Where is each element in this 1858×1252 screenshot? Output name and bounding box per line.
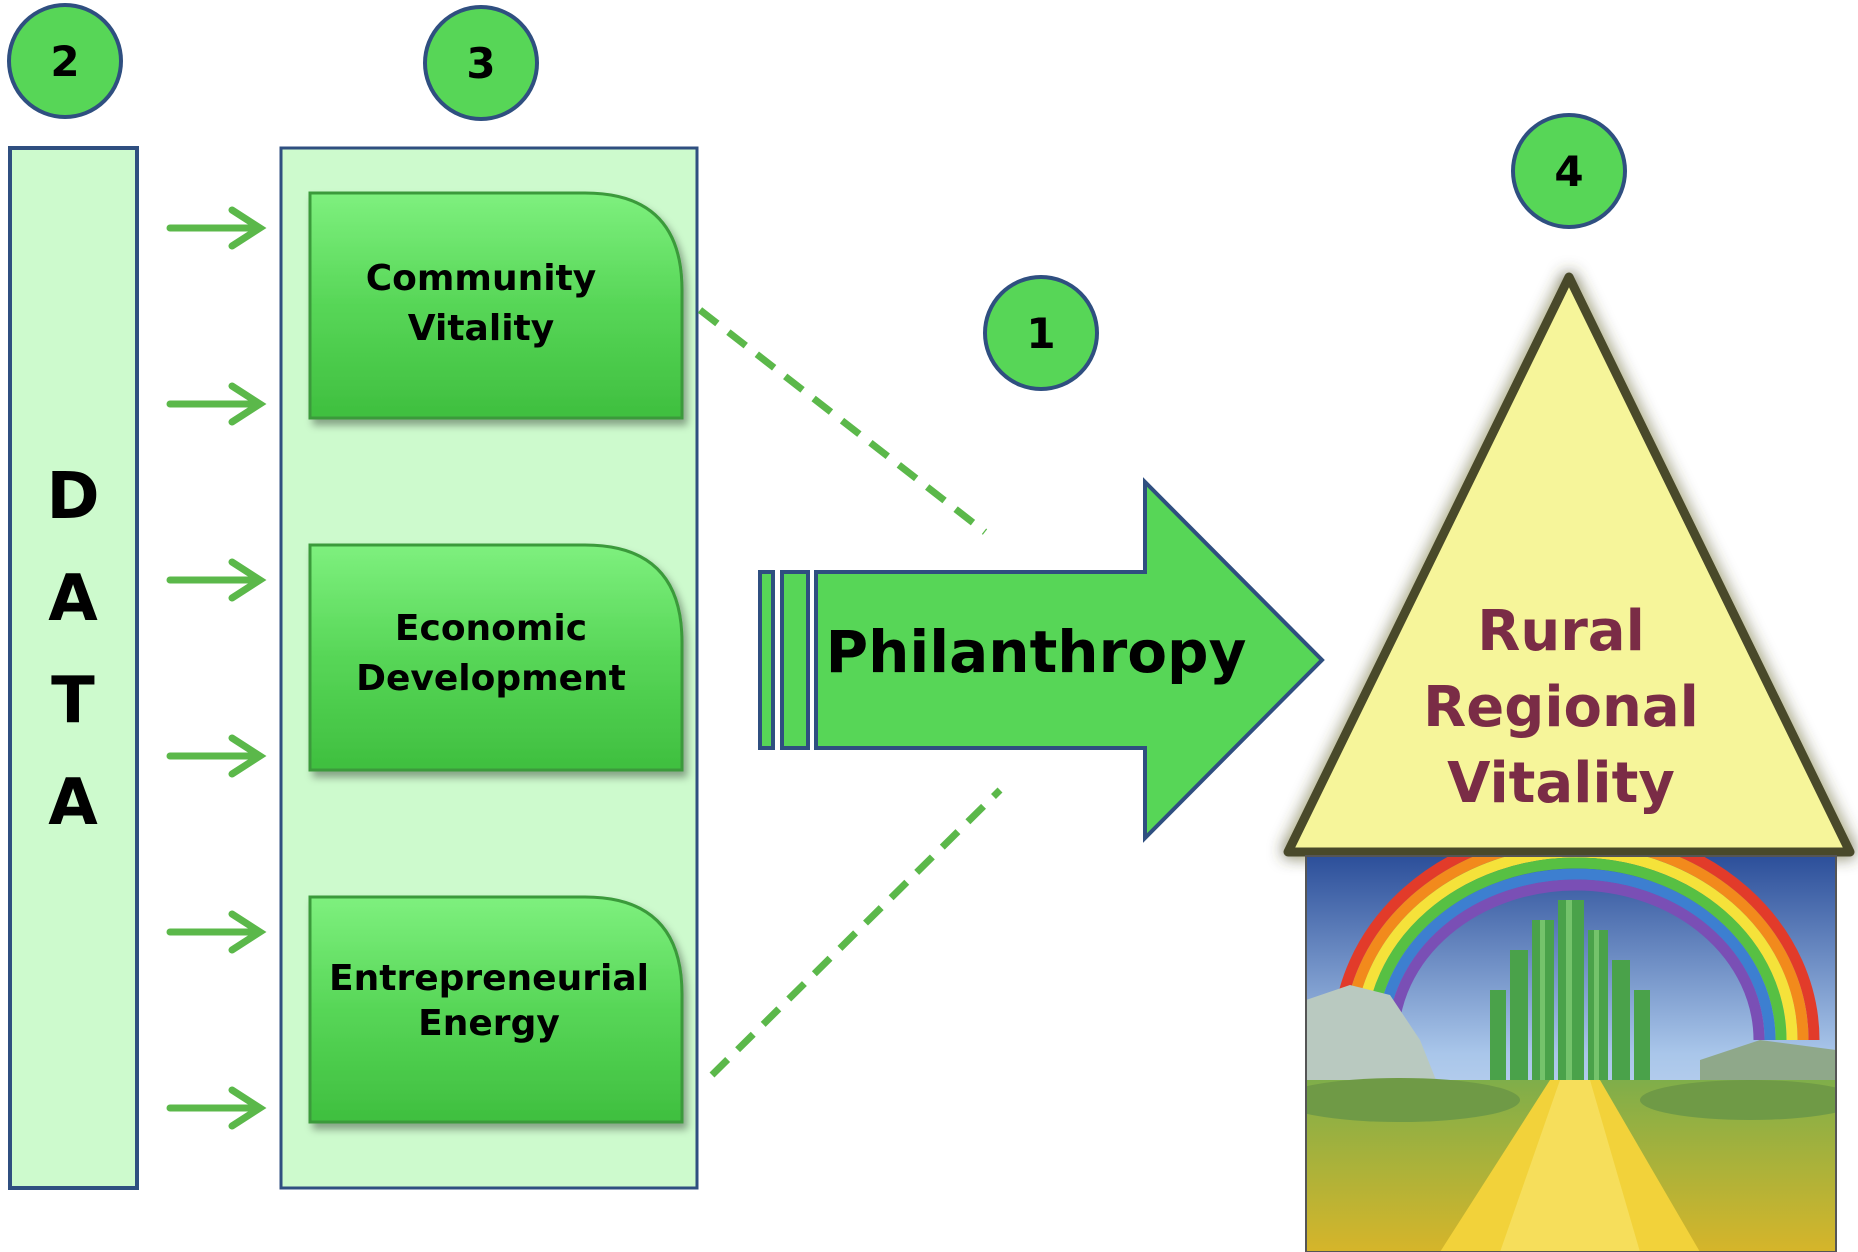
dashed-connector-top	[697, 307, 988, 535]
box-3-line1: Entrepreneurial	[329, 958, 649, 999]
input-arrow-2	[166, 382, 267, 426]
triangle-line1: Rural	[1477, 599, 1645, 664]
svg-text:3: 3	[466, 39, 495, 88]
philanthropy-label: Philanthropy	[826, 618, 1247, 686]
rural-regional-vitality-triangle	[1283, 272, 1855, 857]
box-economic-development	[308, 543, 684, 772]
input-arrow-3	[166, 558, 267, 602]
svg-text:4: 4	[1554, 147, 1583, 196]
triangle-line3: Vitality	[1447, 751, 1675, 816]
triangle-line2: Regional	[1423, 675, 1699, 740]
badge-1: 1	[983, 275, 1099, 391]
badge-2: 2	[7, 3, 123, 119]
box-community-vitality	[308, 191, 684, 420]
data-letter-a: A	[48, 562, 98, 636]
box-2-line1: Economic	[395, 608, 587, 649]
data-letter-a2: A	[48, 766, 98, 840]
input-arrow-4	[166, 734, 267, 778]
dashed-connector-bottom	[709, 787, 1003, 1078]
box-2-line2: Development	[356, 658, 626, 699]
input-arrow-6	[166, 1086, 267, 1130]
data-letter-d: D	[46, 460, 99, 534]
emerald-city-image	[1306, 856, 1836, 1252]
box-1-line1: Community	[366, 258, 596, 299]
data-bar	[8, 146, 139, 1190]
philanthropy-arrow	[758, 477, 1325, 843]
emerald-city-frame	[1305, 855, 1837, 1252]
svg-text:1: 1	[1026, 309, 1055, 358]
box-1-line2: Vitality	[408, 308, 554, 349]
input-arrows	[166, 206, 267, 1130]
data-letter-t: T	[51, 664, 95, 738]
badge-4: 4	[1511, 113, 1627, 229]
badge-3: 3	[423, 5, 539, 121]
box-entrepreneurial-energy	[308, 895, 684, 1124]
input-arrow-1	[166, 206, 267, 250]
box-3-line2: Energy	[418, 1003, 560, 1044]
svg-text:2: 2	[50, 37, 79, 86]
input-arrow-5	[166, 910, 267, 954]
